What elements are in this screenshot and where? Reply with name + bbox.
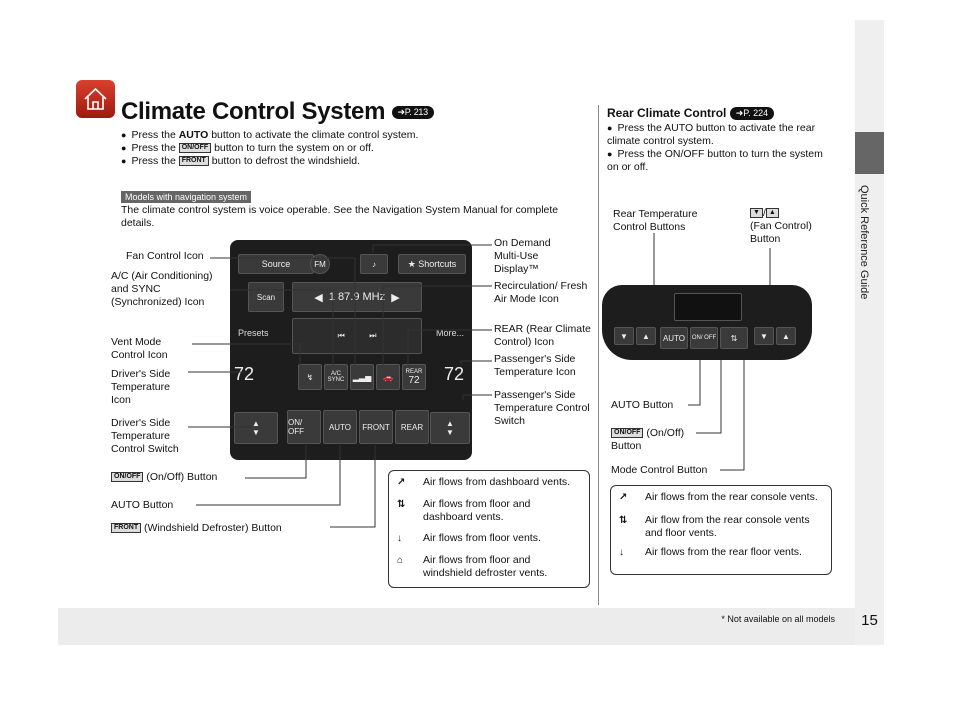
driver-temp: 72 <box>234 364 255 384</box>
driver-temp-switch: ▲▼ <box>234 412 278 444</box>
page-number: 15 <box>861 612 878 629</box>
front-mode-legend: ↗Air flows from dashboard vents. ⇅Air fl… <box>388 470 590 588</box>
passenger-temp: 72 <box>444 364 465 384</box>
label-ondemand-display: On Demand Multi-Use Display™ <box>494 237 551 275</box>
column-divider <box>598 105 599 605</box>
label-rear-fan-button: (Fan Control) Button <box>750 220 812 245</box>
label-rear-on-off: (On/Off) Button <box>611 427 685 452</box>
bullet-list: Press the AUTO button to activate the cl… <box>121 129 418 168</box>
dashboard-vent-icon: ↗ <box>397 477 406 488</box>
label-auto-button: AUTO Button <box>111 499 174 511</box>
page-ref-link[interactable]: ➜P. 213 <box>391 106 434 120</box>
presets-label: Presets <box>238 328 269 338</box>
label-recirc-icon: Recirculation/ Fresh Air Mode Icon <box>494 280 588 305</box>
rear-on-off-button[interactable]: ON/ OFF <box>690 327 718 349</box>
on-off-button[interactable]: ON/ OFF <box>287 410 321 444</box>
nav-models-tag: Models with navigation system <box>121 191 252 203</box>
nav-text: The climate control system is voice oper… <box>121 204 559 229</box>
rear-bullets: Press the AUTO button to activate the re… <box>607 122 832 174</box>
auto-button[interactable]: AUTO <box>323 410 357 444</box>
label-defroster-button: (Windshield Defroster) Button <box>144 522 282 534</box>
rear-panel-image: ▼ ▲ AUTO ON/ OFF ⇅ ▼ ▲ <box>602 285 812 360</box>
rear-display <box>674 293 742 321</box>
floor-defrost-vent-icon: ⌂ <box>397 555 404 566</box>
frequency-display: ◀ 1 87.9 MHz ▶ <box>292 282 422 312</box>
label-driver-temp-switch: Driver's Side Temperature Control Switch <box>111 417 179 455</box>
label-ac-sync-icon: A/C (Air Conditioning) and SYNC (Synchro… <box>111 270 213 308</box>
shortcuts-button: ★ Shortcuts <box>398 254 466 274</box>
rear-mode-legend: ↗Air flows from the rear console vents. … <box>610 485 832 575</box>
footer-band <box>58 608 884 645</box>
label-rear-icon: REAR (Rear Climate Control) Icon <box>494 323 591 348</box>
footnote: * Not available on all models <box>721 614 835 624</box>
fm-icon: FM <box>310 254 330 274</box>
scan-button: Scan <box>248 282 284 312</box>
on-off-icon: ON/OFF <box>178 143 212 154</box>
rear-page-ref-link[interactable]: ➜P. 224 <box>729 107 775 121</box>
ondemand-icon: ♪ <box>360 254 388 274</box>
label-driver-temp-icon: Driver's Side Temperature Icon <box>111 368 171 406</box>
climate-panel-image: Source FM ♪ ★ Shortcuts Scan ◀ 1 87.9 MH… <box>230 240 472 460</box>
side-tab-label: Quick Reference Guide <box>858 185 870 300</box>
side-tab[interactable]: Quick Reference Guide <box>855 20 884 645</box>
label-on-off-button: (On/Off) Button <box>146 471 218 483</box>
floor-dashboard-vent-icon: ⇅ <box>397 499 406 510</box>
rear-mode-button[interactable]: ⇅ <box>720 327 748 349</box>
page-title: Climate Control System ➜P. 213 <box>121 98 434 126</box>
front-defrost-button[interactable]: FRONT <box>359 410 393 444</box>
label-fan-control-icon: Fan Control Icon <box>126 250 204 262</box>
label-vent-mode: Vent Mode Control Icon <box>111 336 168 361</box>
rear-section-title: Rear Climate Control ➜P. 224 <box>607 106 775 121</box>
rear-auto-button[interactable]: AUTO <box>660 327 688 349</box>
track-controls: ⏮ ⏭ <box>292 318 422 354</box>
recirc-icon: 🚗 <box>376 364 400 390</box>
label-rear-auto: AUTO Button <box>611 399 674 411</box>
source-button: Source <box>238 254 314 274</box>
fan-level-icon: ▂▃▅ <box>350 364 374 390</box>
label-passenger-temp-switch: Passenger's Side Temperature Control Swi… <box>494 389 590 427</box>
floor-vent-icon: ↓ <box>397 533 402 544</box>
more-label: More... <box>436 328 465 338</box>
rear-defrost-button[interactable]: REAR <box>395 410 429 444</box>
home-icon[interactable] <box>76 80 115 118</box>
passenger-temp-switch: ▲▼ <box>430 412 470 444</box>
defrost-icon: FRONT <box>178 156 209 167</box>
label-rear-temp-buttons: Rear Temperature Control Buttons <box>613 208 698 233</box>
vent-mode-icon: ↯ <box>298 364 322 390</box>
label-rear-mode: Mode Control Button <box>611 464 708 476</box>
label-passenger-temp-icon: Passenger's Side Temperature Icon <box>494 353 576 378</box>
